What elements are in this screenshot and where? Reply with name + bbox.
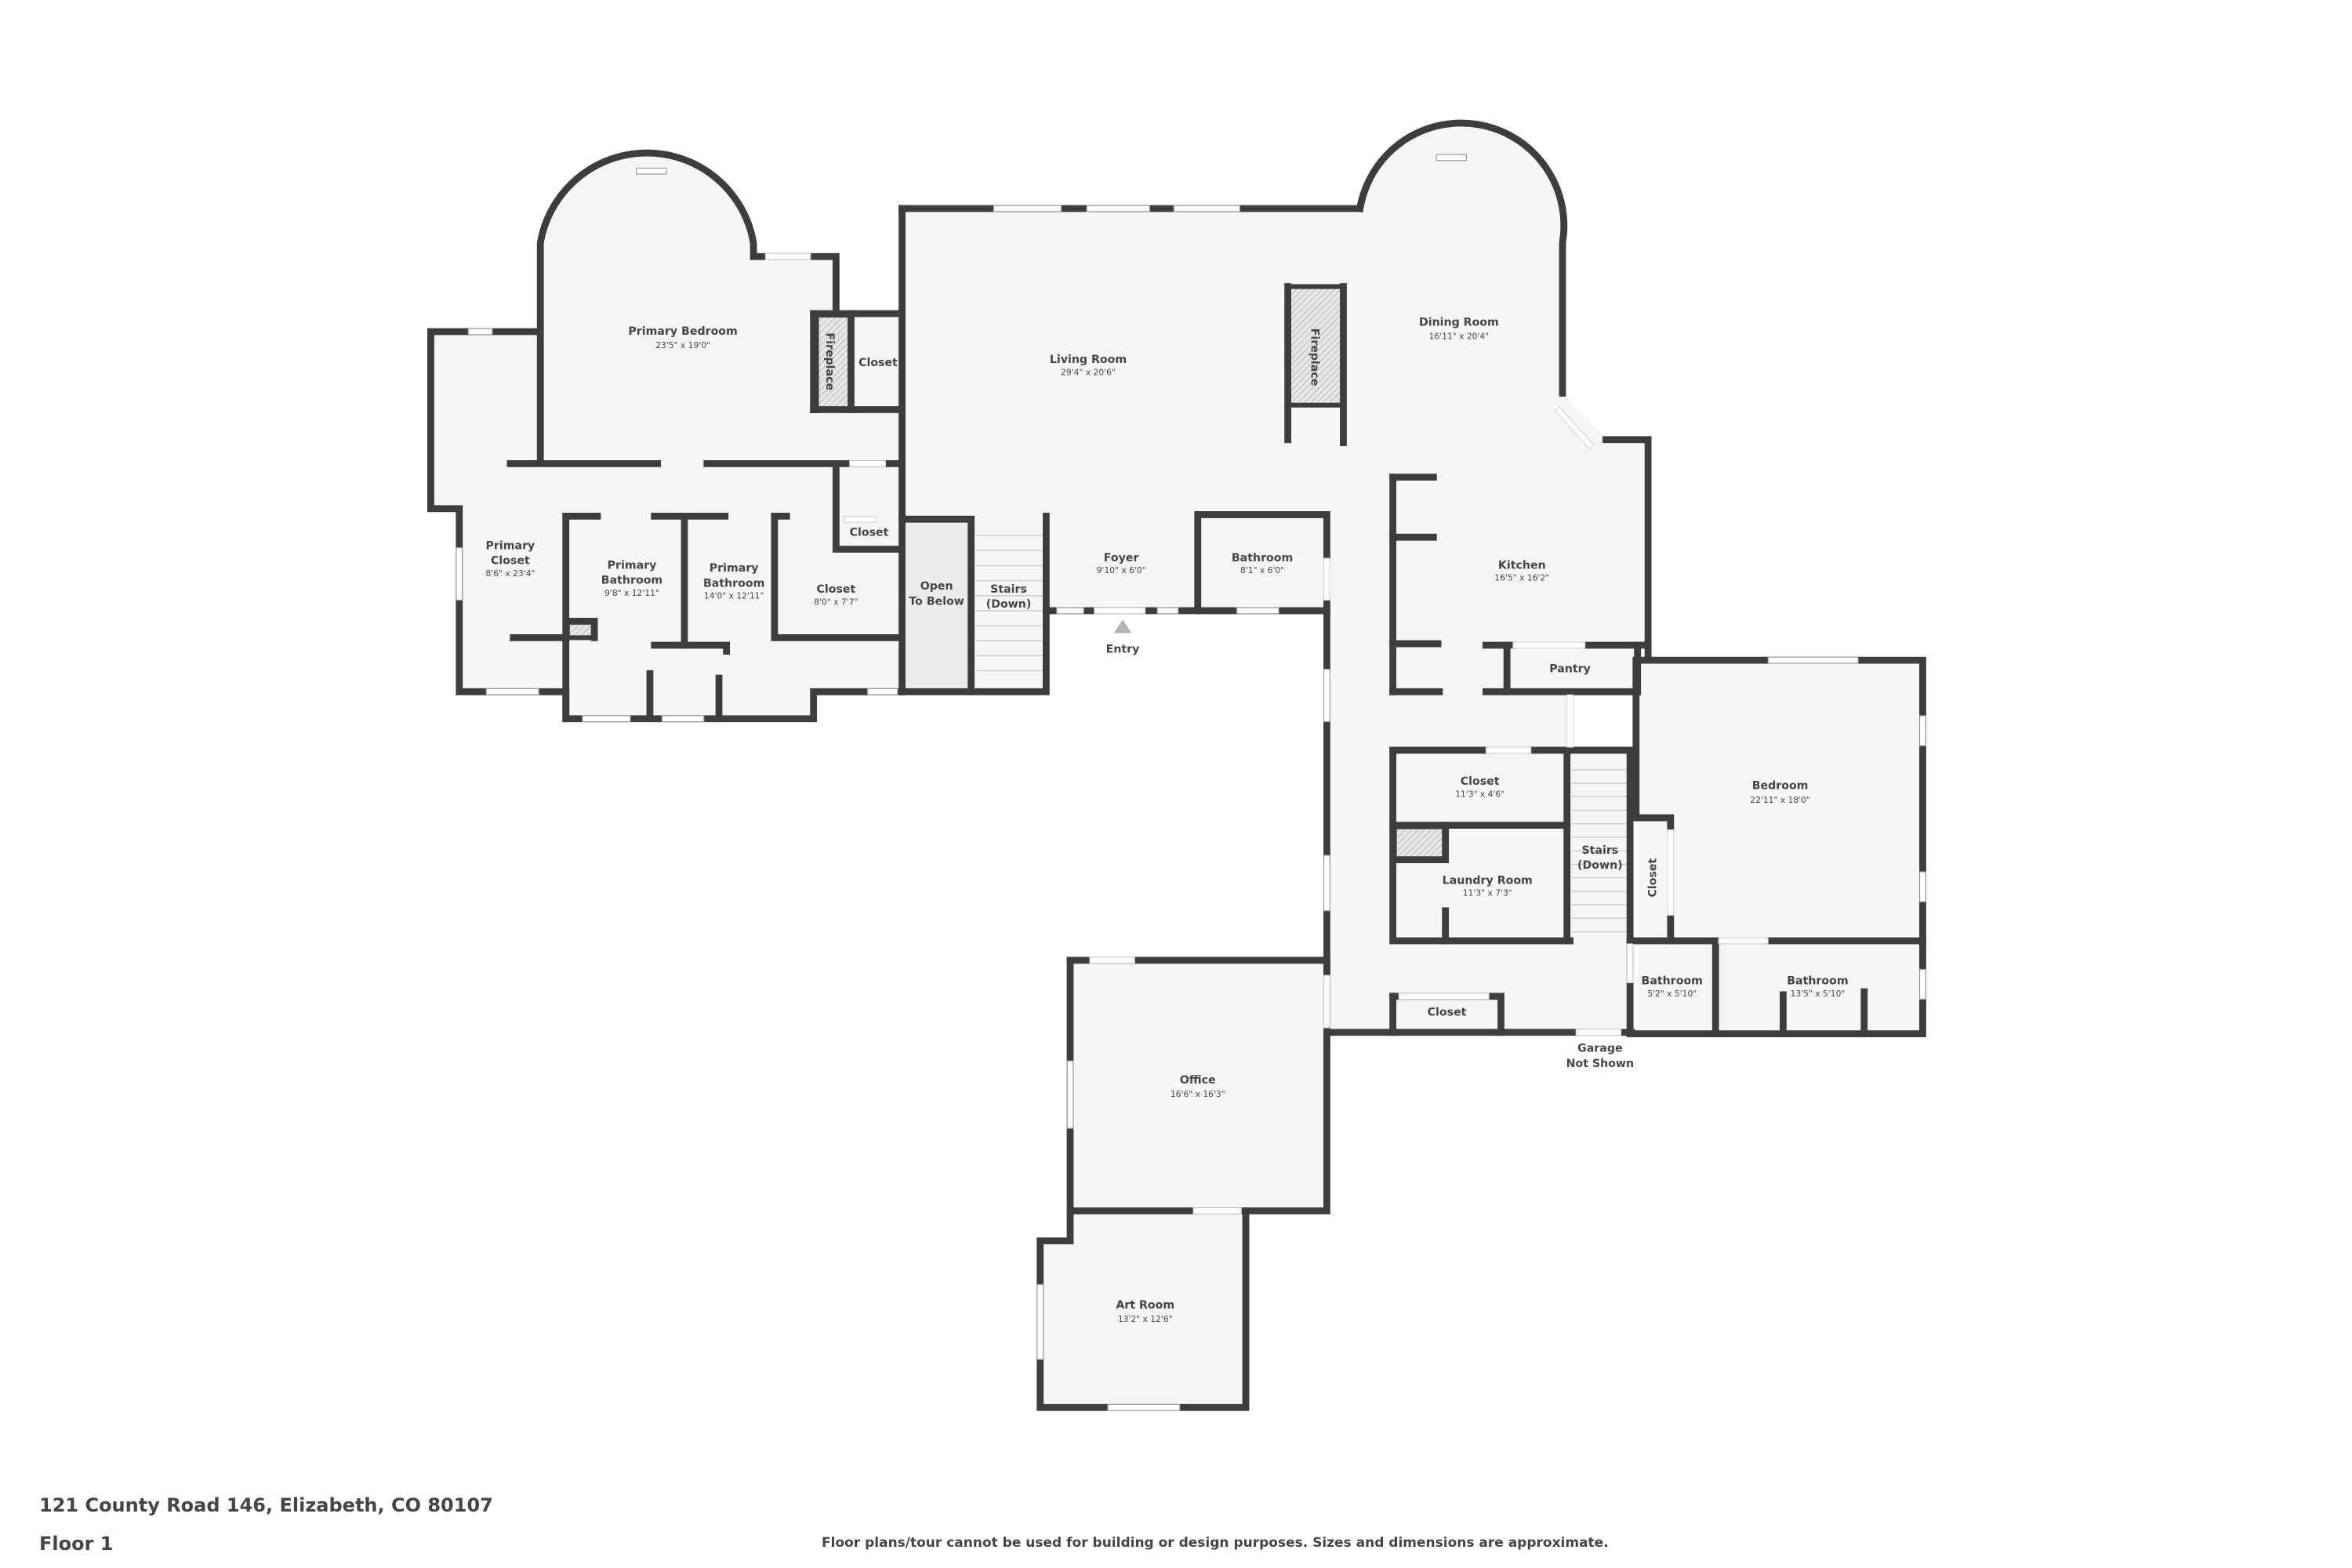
label-foyer: Foyer — [1104, 552, 1139, 564]
dims-primary-closet: 8'6" x 23'4" — [485, 568, 535, 579]
label-garage: Garage — [1577, 1043, 1622, 1055]
dims-art-room: 13'2" x 12'6" — [1118, 1314, 1173, 1324]
label-hall-closet: Closet — [1428, 1007, 1467, 1019]
label-living-room: Living Room — [1050, 354, 1127, 366]
label-open-to-below-2: To Below — [909, 595, 964, 608]
label-office: Office — [1180, 1074, 1216, 1087]
windows — [456, 154, 1926, 1411]
label-bathroom-foyer: Bathroom — [1232, 552, 1293, 564]
dims-primary-bathroom-2: 14'0" x 12'11" — [704, 591, 764, 601]
floor-fills — [430, 122, 1923, 1408]
label-primary-bathroom-2: Primary — [710, 562, 759, 575]
room-labels: Primary Bedroom 23'5" x 19'0" Closet Fir… — [485, 316, 1848, 1324]
label-small-closet: Closet — [850, 526, 889, 539]
door-openings — [764, 252, 1769, 1214]
dims-living-room: 29'4" x 20'6" — [1061, 367, 1116, 377]
stairs-west — [975, 522, 1044, 691]
label-entry: Entry — [1106, 644, 1140, 656]
dims-bathroom-small: 5'2" x 5'10" — [1647, 989, 1697, 999]
label-bedroom-closet: Closet — [1647, 858, 1660, 898]
label-garage-2: Not Shown — [1566, 1058, 1634, 1070]
stairs-east — [1571, 769, 1628, 933]
label-fireplace-living: Fireplace — [1308, 328, 1320, 387]
label-primary-bathroom-1: Primary — [608, 559, 657, 572]
label-fireplace-bedroom: Fireplace — [823, 332, 836, 390]
dims-bedroom: 22'11" x 18'0" — [1750, 795, 1810, 805]
entry-arrow-icon — [1113, 619, 1132, 633]
label-closet-8x7: Closet — [816, 583, 855, 596]
dims-primary-bedroom: 23'5" x 19'0" — [655, 340, 710, 350]
label-dining-room: Dining Room — [1419, 316, 1499, 328]
dims-office: 16'6" x 16'3" — [1171, 1089, 1225, 1099]
disclaimer-text: Floor plans/tour cannot be used for buil… — [822, 1535, 1609, 1551]
label-open-to-below: Open — [920, 580, 953, 593]
dims-closet-11x4: 11'3" x 4'6" — [1455, 789, 1504, 799]
dims-closet-8x7: 8'0" x 7'7" — [814, 597, 858, 607]
label-primary-closet: Primary — [486, 539, 535, 552]
label-kitchen: Kitchen — [1498, 559, 1546, 572]
dims-dining-room: 16'11" x 20'4" — [1429, 332, 1490, 342]
open-to-below-area — [903, 519, 971, 691]
dims-laundry-room: 11'3" x 7'3" — [1463, 888, 1512, 898]
label-stairs-east-2: (Down) — [1577, 859, 1623, 872]
dims-bathroom-large: 13'5" x 5'10" — [1791, 989, 1846, 999]
label-art-room: Art Room — [1116, 1299, 1174, 1312]
label-pantry: Pantry — [1549, 662, 1591, 675]
label-bathroom-large: Bathroom — [1787, 975, 1848, 988]
chase-laundry — [1392, 824, 1448, 862]
label-stairs-west-2: (Down) — [986, 598, 1032, 611]
property-address: 121 County Road 146, Elizabeth, CO 80107 — [39, 1494, 493, 1516]
label-primary-bathroom-1b: Bathroom — [601, 574, 662, 586]
label-laundry-room: Laundry Room — [1443, 874, 1533, 887]
label-primary-bathroom-2b: Bathroom — [703, 577, 764, 590]
dims-foyer: 9'10" x 6'0" — [1097, 565, 1146, 575]
label-primary-bedroom-closet: Closet — [858, 357, 898, 369]
dims-kitchen: 16'5" x 16'2" — [1494, 573, 1549, 583]
label-primary-bedroom: Primary Bedroom — [628, 325, 737, 338]
label-stairs-east: Stairs — [1581, 844, 1618, 857]
label-bedroom: Bedroom — [1752, 780, 1809, 793]
label-primary-closet-2: Closet — [491, 555, 530, 568]
dims-bathroom-foyer: 8'1" x 6'0" — [1240, 565, 1284, 575]
label-bathroom-small: Bathroom — [1642, 975, 1703, 988]
floor-label: Floor 1 — [39, 1533, 114, 1555]
label-closet-11x4: Closet — [1461, 775, 1500, 788]
label-stairs-west: Stairs — [990, 583, 1027, 596]
dims-primary-bathroom-1: 9'8" x 12'11" — [604, 588, 659, 598]
